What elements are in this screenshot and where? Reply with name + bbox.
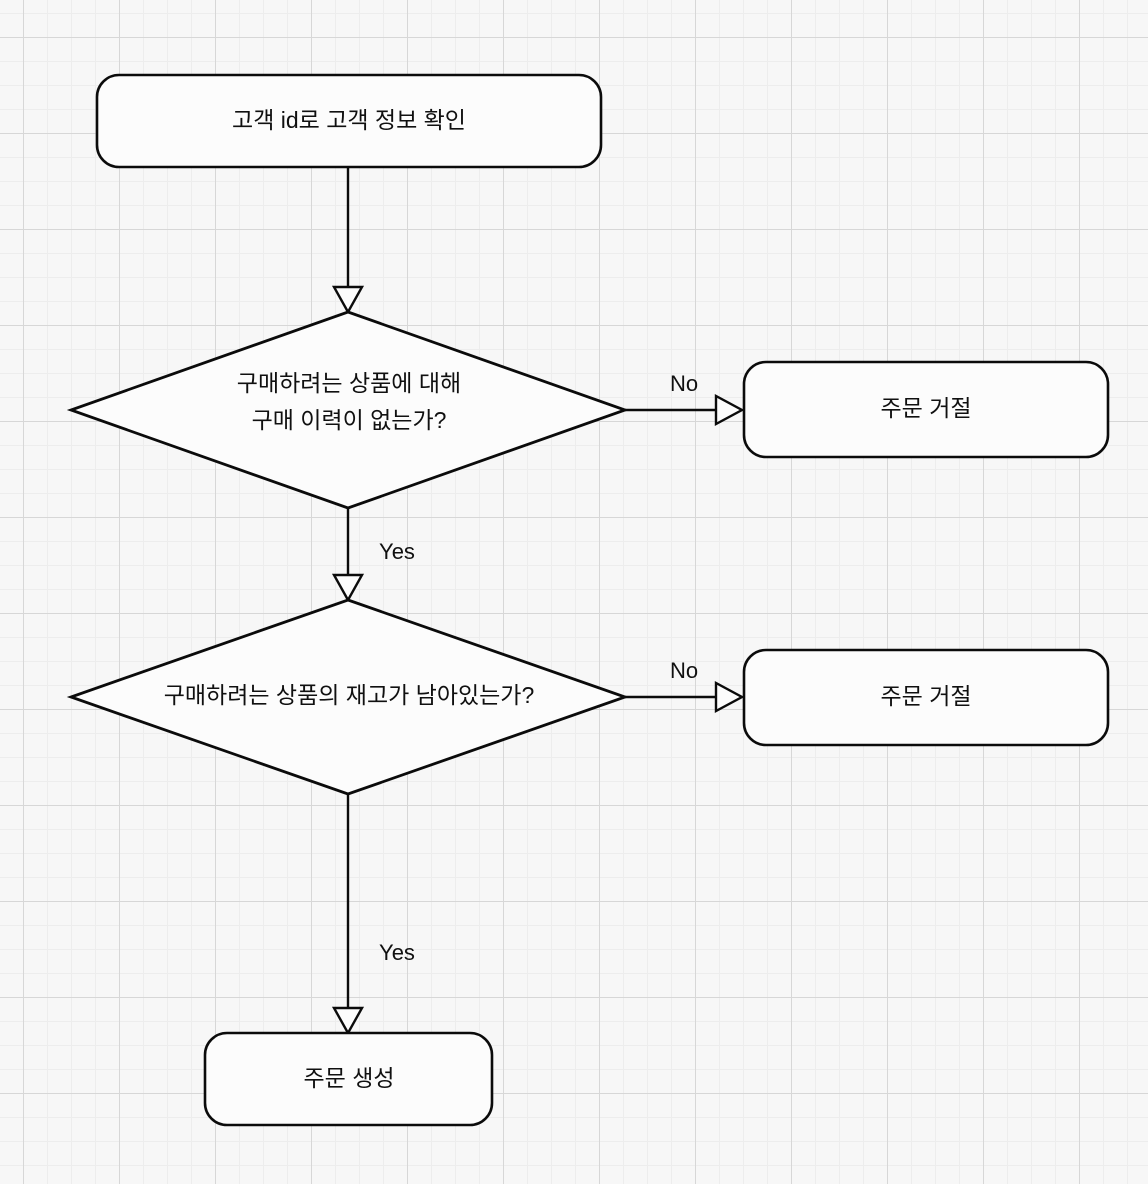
arrowhead-right-icon	[714, 393, 745, 427]
node-label: 고객 id로 고객 정보 확인	[232, 107, 466, 133]
arrowhead-down-icon	[331, 285, 365, 315]
edge-label-yes-2: Yes	[379, 940, 415, 965]
edge-d2-to-r2-no: No	[625, 658, 745, 714]
node-create-order[interactable]: 주문 생성	[203, 1031, 494, 1127]
node-order-rejected-1[interactable]: 주문 거절	[742, 360, 1110, 459]
arrowhead-down-icon	[331, 1006, 365, 1036]
arrowhead-down-icon	[331, 573, 365, 603]
arrowhead-right-icon	[714, 680, 745, 714]
edge-label-no-1: No	[670, 371, 698, 396]
edge-label-yes-1: Yes	[379, 539, 415, 564]
node-check-customer-info[interactable]: 고객 id로 고객 정보 확인	[95, 73, 603, 169]
edge-d1-to-d2-yes: Yes	[331, 508, 415, 603]
node-shape-rounded-rect[interactable]	[203, 1031, 494, 1127]
node-shape-rounded-rect[interactable]	[742, 360, 1110, 459]
node-label: 구매하려는 상품의 재고가 남아있는가?	[164, 682, 535, 708]
node-shape-rounded-rect[interactable]	[742, 648, 1110, 747]
node-decision-no-purchase-history[interactable]: 구매하려는 상품에 대해 구매 이력이 없는가?	[66, 310, 630, 510]
node-label-line-2: 구매 이력이 없는가?	[252, 407, 447, 433]
node-decision-stock-available[interactable]: 구매하려는 상품의 재고가 남아있는가?	[66, 598, 630, 796]
edge-label-no-2: No	[670, 658, 698, 683]
node-label: 주문 거절	[880, 683, 971, 709]
node-label: 주문 생성	[303, 1065, 394, 1091]
node-shape-rounded-rect[interactable]	[95, 73, 603, 169]
node-shape-diamond[interactable]	[66, 310, 630, 510]
node-label-line-1: 구매하려는 상품에 대해	[237, 370, 461, 396]
node-order-rejected-2[interactable]: 주문 거절	[742, 648, 1110, 747]
edge-n1-to-d1	[331, 167, 365, 315]
edge-d1-to-r1-no: No	[625, 371, 745, 427]
node-label: 주문 거절	[880, 395, 971, 421]
node-shape-diamond[interactable]	[66, 598, 630, 796]
edge-d2-to-n2-yes: Yes	[331, 794, 415, 1036]
